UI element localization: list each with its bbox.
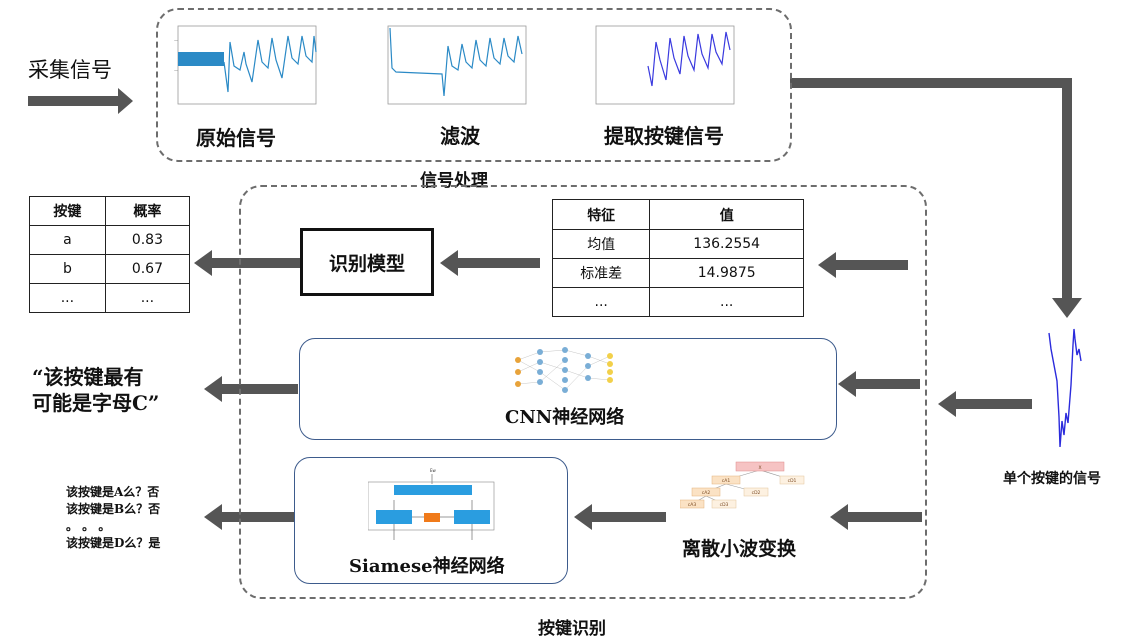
feature-header-feature: 特征 xyxy=(551,199,651,230)
feature-cell: ... xyxy=(551,287,651,317)
dwt-node: cA2 xyxy=(702,490,711,496)
dwt-node: cD2 xyxy=(752,490,761,496)
prob-cell: 0.83 xyxy=(104,225,191,255)
cnn-box xyxy=(299,338,837,440)
prob-header-key: 按键 xyxy=(29,196,106,226)
step-filter: 滤波 xyxy=(440,124,480,148)
arrow-into-recognition xyxy=(938,391,1032,417)
svg-text:—: — xyxy=(174,38,178,43)
prob-cell: ... xyxy=(29,283,106,313)
siamese-label: Siamese神经网络 xyxy=(349,556,505,577)
feature-cell: 136.2554 xyxy=(649,229,804,259)
dwt-node: cD3 xyxy=(720,502,729,508)
single-key-signal-label: 单个按键的信号 xyxy=(1003,471,1101,487)
prob-header-prob: 概率 xyxy=(104,196,191,226)
dwt-label: 离散小波变换 xyxy=(682,538,797,560)
cnn-output-line: “该按键最有 xyxy=(32,365,144,389)
cnn-label: CNN神经网络 xyxy=(505,407,625,428)
siamese-output-line: 该按键是D么？是 xyxy=(66,536,161,550)
recognition-model-box: 识别模型 xyxy=(300,228,434,296)
dwt-tree-diagram: X cA1 cD1 cA2 cD2 cA3 cD3 xyxy=(680,461,805,509)
raw-signal-plot: —— xyxy=(174,25,317,105)
prob-cell: a xyxy=(29,225,106,255)
siamese-network-icon: Ew xyxy=(368,468,495,540)
probability-table: 按键 概率 a 0.83 b 0.67 ... ... xyxy=(29,196,191,313)
arrow-dwt-to-siamese xyxy=(574,504,666,530)
cnn-output-text: “该按键最有 可能是字母C” xyxy=(32,364,159,416)
siamese-output-text: 该按键是A么？否 该按键是B么？否 。 。 。 该按键是D么？是 xyxy=(66,484,160,552)
arrow-into-cnn xyxy=(838,371,920,397)
cnn-network-icon xyxy=(515,347,613,393)
feature-cell: 均值 xyxy=(551,229,651,259)
arrow-model-to-prob xyxy=(194,250,300,276)
siamese-output-line: 该按键是B么？否 xyxy=(66,502,161,516)
filtered-signal-plot xyxy=(387,25,527,105)
svg-text:Ew: Ew xyxy=(430,468,437,473)
extracted-signal-plot xyxy=(595,25,735,105)
prob-cell: 0.67 xyxy=(104,254,191,284)
arrow-collect xyxy=(28,88,133,114)
arrow-into-features xyxy=(818,252,908,278)
siamese-output-line: 。 。 。 xyxy=(66,519,111,533)
key-recognition-box xyxy=(239,185,927,599)
single-key-signal-plot xyxy=(1048,328,1082,448)
cnn-output-line: 可能是字母C” xyxy=(32,391,160,415)
dwt-node: cA3 xyxy=(688,502,697,508)
key-recognition-title: 按键识别 xyxy=(538,619,606,639)
dwt-node: cD1 xyxy=(788,478,797,484)
feature-cell: 标准差 xyxy=(551,258,651,288)
svg-text:—: — xyxy=(174,68,178,73)
signal-processing-box xyxy=(156,8,792,162)
arrow-features-to-model xyxy=(440,250,540,276)
feature-header-value: 值 xyxy=(649,199,804,230)
siamese-output-line: 该按键是A么？否 xyxy=(66,485,160,499)
recognition-model-label: 识别模型 xyxy=(328,252,405,275)
arrow-siamese-output xyxy=(204,504,294,530)
arrow-into-dwt xyxy=(830,504,922,530)
step-extract-key-signal: 提取按键信号 xyxy=(604,124,724,148)
step-raw-signal: 原始信号 xyxy=(196,126,276,150)
arrow-cnn-output xyxy=(204,376,298,402)
prob-cell: b xyxy=(29,254,106,284)
prob-cell: ... xyxy=(104,283,191,313)
feature-table: 特征 值 均值 136.2554 标准差 14.9875 ... ... xyxy=(551,199,804,317)
feature-cell: 14.9875 xyxy=(649,258,804,288)
dwt-node: cA1 xyxy=(722,478,731,484)
feature-cell: ... xyxy=(649,287,804,317)
collect-signal-label: 采集信号 xyxy=(28,58,112,82)
dwt-node: X xyxy=(758,465,761,471)
